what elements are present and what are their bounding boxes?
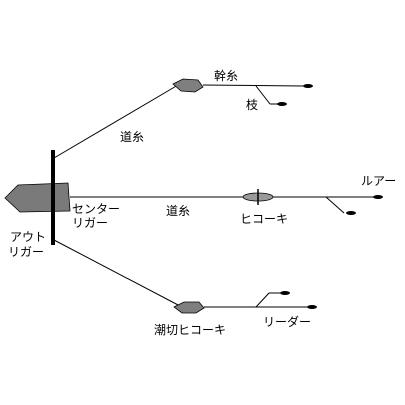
upper-lure-icon: [303, 84, 313, 88]
lower-michiito-line: [53, 239, 181, 307]
upper-eda-line: [255, 85, 271, 105]
label-center-rigger-1: センター: [72, 202, 120, 216]
label-shiokiri-hikoki: 潮切ヒコーキ: [154, 322, 226, 337]
boat-hull-icon: [4, 182, 71, 213]
upper-michiito-line: [53, 84, 179, 159]
label-hikoki: ヒコーキ: [240, 212, 288, 226]
lower-plane-icon: [173, 301, 205, 314]
label-mikiito: 幹糸: [214, 68, 238, 83]
label-outrigger-1: アウト: [10, 230, 46, 244]
upper-plane-icon: [172, 78, 204, 93]
label-center-rigger-2: リガー: [72, 216, 108, 230]
label-michiito-center: 道糸: [166, 204, 190, 218]
upper-mikiito-line: [202, 84, 304, 87]
upper-eda-lure-icon: [277, 102, 287, 106]
lower-lure-icon: [307, 305, 317, 309]
label-leader: リーダー: [263, 314, 311, 329]
center-eda-lure-icon: [346, 211, 356, 215]
center-lure-icon: [373, 195, 383, 199]
label-lure: ルアー: [361, 174, 396, 188]
label-michiito-upper: 道糸: [120, 130, 144, 144]
lower-eda-line: [255, 292, 270, 308]
lower-eda-lure-icon: [280, 291, 290, 295]
label-outrigger-2: リガー: [8, 245, 44, 259]
label-eda: 枝: [246, 97, 258, 112]
center-eda-line: [325, 196, 345, 214]
